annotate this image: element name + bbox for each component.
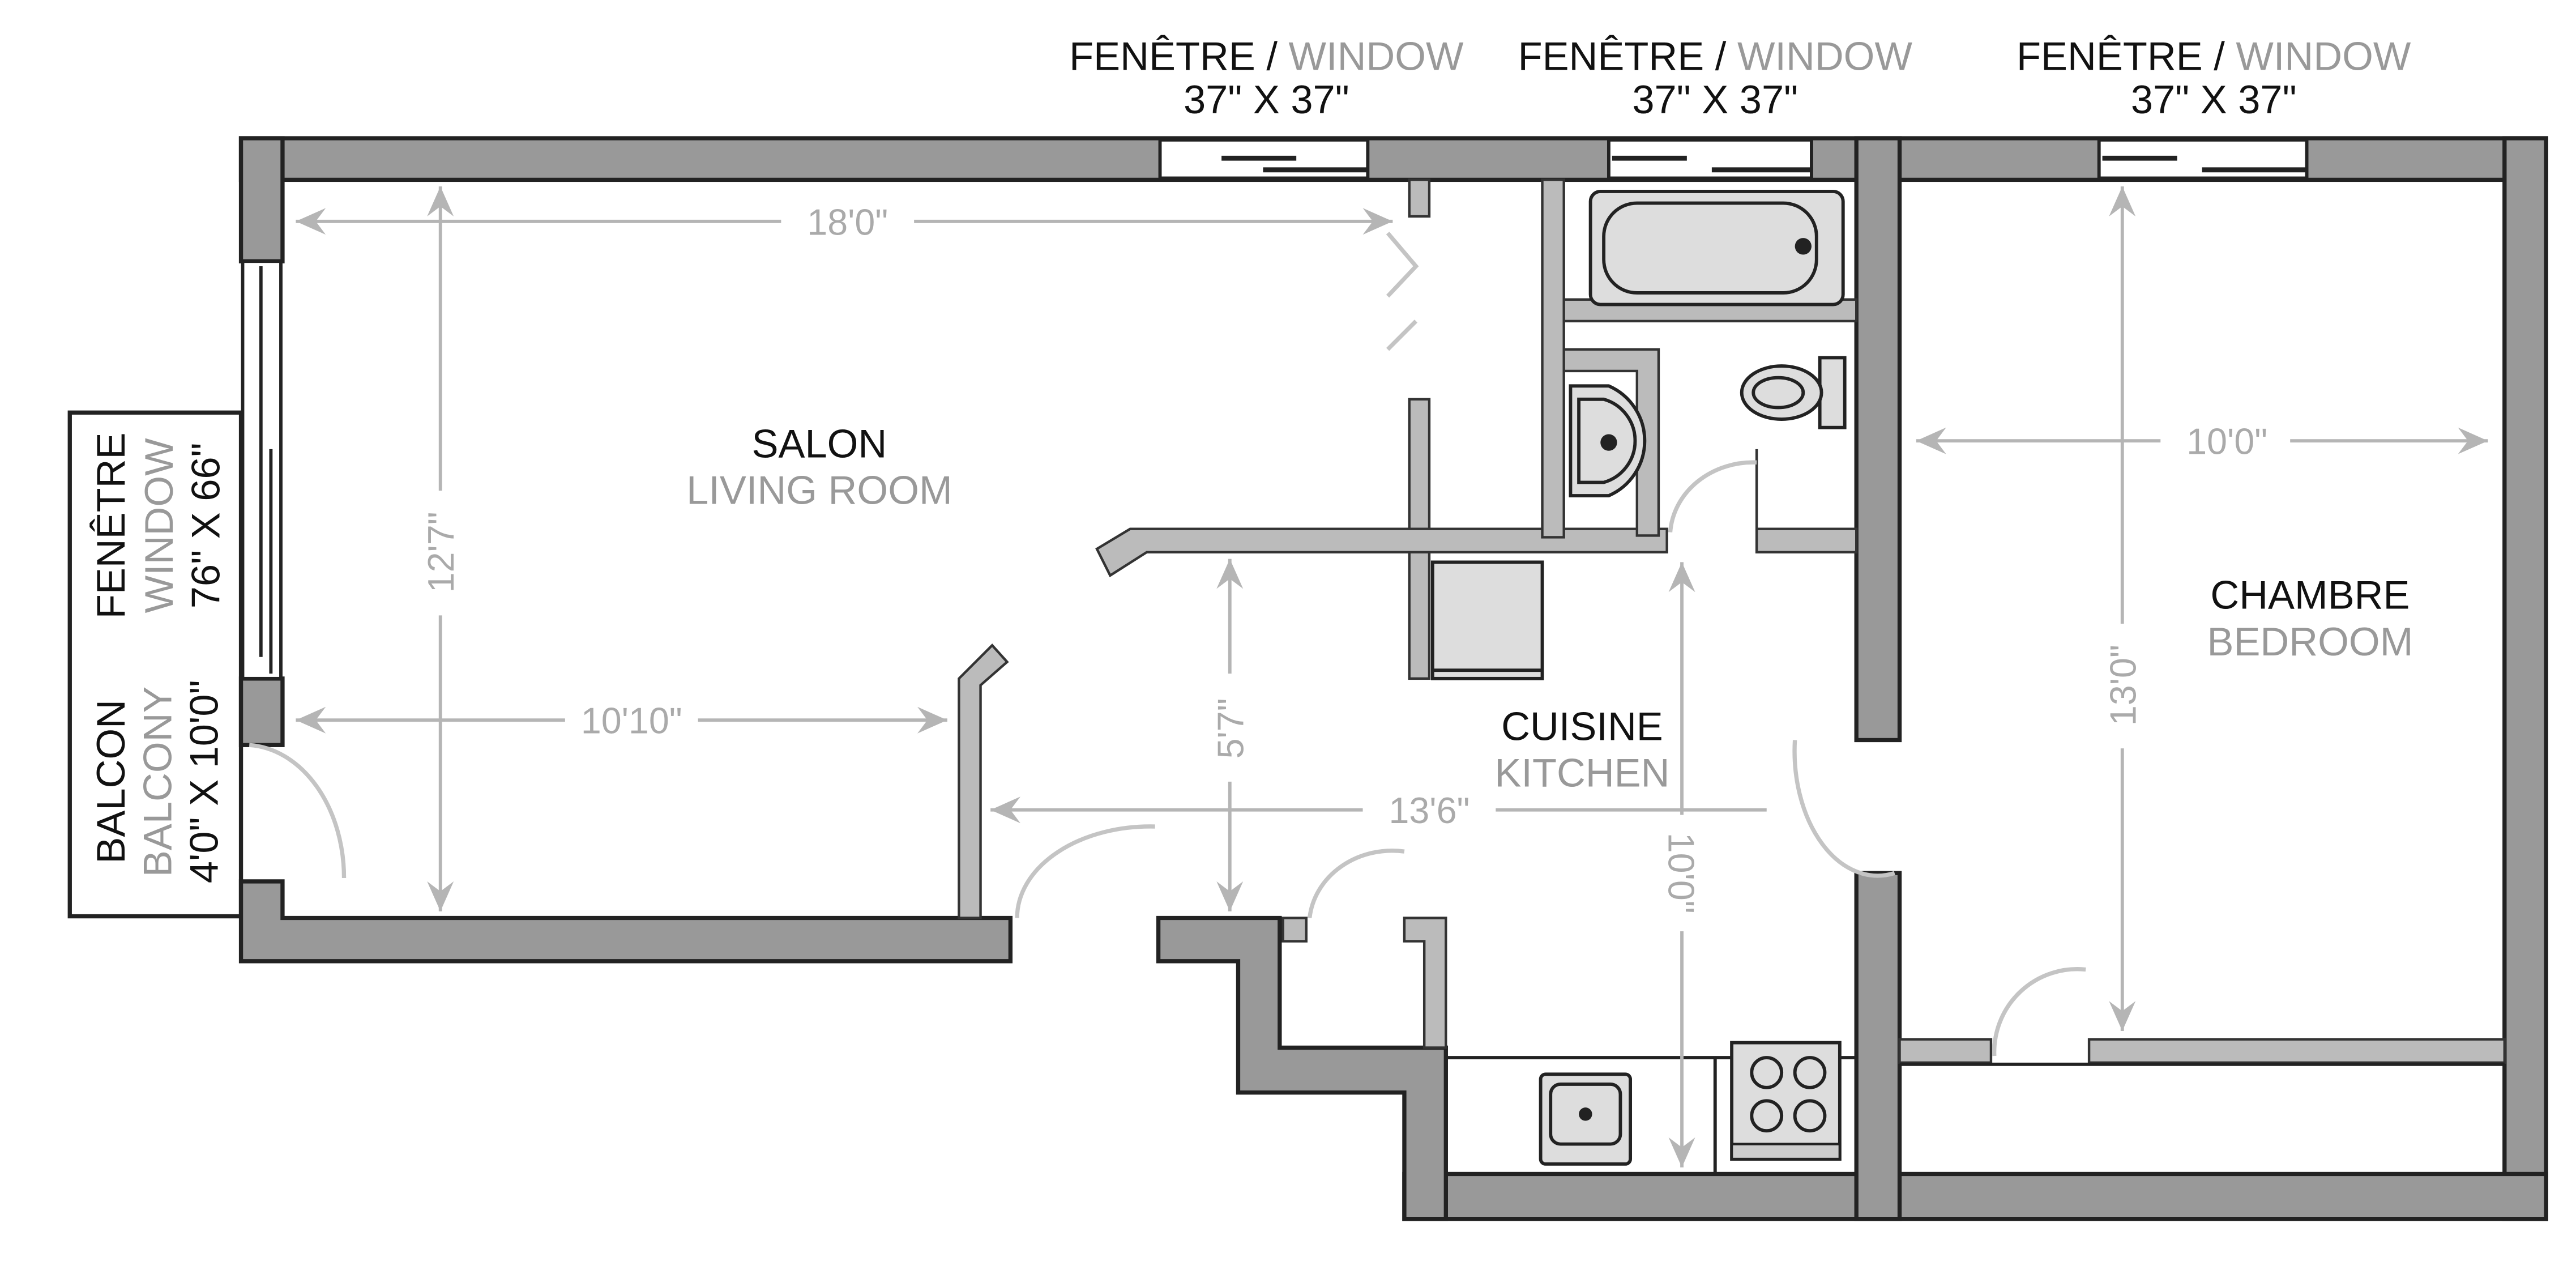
window-label-3: FENÊTRE / WINDOW 37" X 37" [2017, 34, 2411, 122]
dim-bedroom-depth: 13'0" [2103, 645, 2143, 726]
svg-text:LIVING ROOM: LIVING ROOM [686, 468, 952, 513]
top-windows [1158, 138, 2309, 180]
dim-hall-width: 13'6" [1389, 790, 1469, 831]
svg-text:4'0" X 10'0": 4'0" X 10'0" [181, 680, 226, 883]
room-label-bedroom: CHAMBRE BEDROOM [2207, 573, 2413, 664]
interior-walls [958, 178, 2506, 1174]
svg-text:76" X 66": 76" X 66" [183, 442, 228, 608]
balcony-outline [67, 410, 243, 919]
svg-text:BEDROOM: BEDROOM [2207, 619, 2413, 664]
svg-text:FENÊTRE: FENÊTRE [88, 433, 133, 619]
dimension-lines [296, 186, 2488, 1168]
bathroom-sink-icon [1569, 384, 1647, 497]
svg-text:KITCHEN: KITCHEN [1494, 751, 1669, 795]
window-label-2: FENÊTRE / WINDOW 37" X 37" [1518, 34, 1913, 122]
exterior-walls [238, 136, 2548, 1221]
svg-text:FENÊTRE / WINDOW: FENÊTRE / WINDOW [2017, 34, 2411, 79]
dim-living-lower-width: 10'10" [581, 701, 682, 742]
svg-text:37" X 37": 37" X 37" [2131, 77, 2297, 122]
svg-text:FENÊTRE / WINDOW: FENÊTRE / WINDOW [1069, 34, 1464, 79]
svg-text:37" X 37": 37" X 37" [1184, 77, 1349, 122]
left-window-label: FENÊTRE WINDOW 76" X 66" [88, 433, 228, 619]
dim-living-width: 18'0" [807, 202, 888, 242]
stove-icon [1730, 1041, 1842, 1161]
svg-text:BALCONY: BALCONY [135, 687, 180, 877]
svg-text:CUISINE: CUISINE [1501, 704, 1663, 748]
svg-text:FENÊTRE / WINDOW: FENÊTRE / WINDOW [1518, 34, 1913, 79]
svg-text:WINDOW: WINDOW [136, 438, 181, 613]
dim-living-depth: 12'7" [421, 512, 462, 593]
toilet-icon [1740, 356, 1847, 429]
dim-kitchen-depth: 10'0" [1661, 833, 1702, 914]
dim-bedroom-width: 10'0" [2186, 421, 2267, 462]
kitchen-sink-icon [1539, 1072, 1633, 1166]
bathtub-icon [1588, 190, 1845, 306]
window-label-1: FENÊTRE / WINDOW 37" X 37" [1069, 34, 1464, 122]
room-label-living: SALON LIVING ROOM [686, 421, 952, 513]
left-window [241, 259, 283, 680]
svg-text:37" X 37": 37" X 37" [1632, 77, 1798, 122]
door-swings [249, 231, 2086, 1056]
washer-icon [1430, 560, 1544, 680]
svg-text:SALON: SALON [752, 421, 887, 466]
dim-hall-depth: 5'7" [1210, 698, 1251, 759]
balcony-label: BALCON BALCONY 4'0" X 10'0" [88, 680, 226, 883]
svg-text:BALCON: BALCON [88, 700, 133, 864]
room-label-kitchen: CUISINE KITCHEN [1494, 704, 1669, 795]
svg-text:CHAMBRE: CHAMBRE [2210, 573, 2410, 617]
